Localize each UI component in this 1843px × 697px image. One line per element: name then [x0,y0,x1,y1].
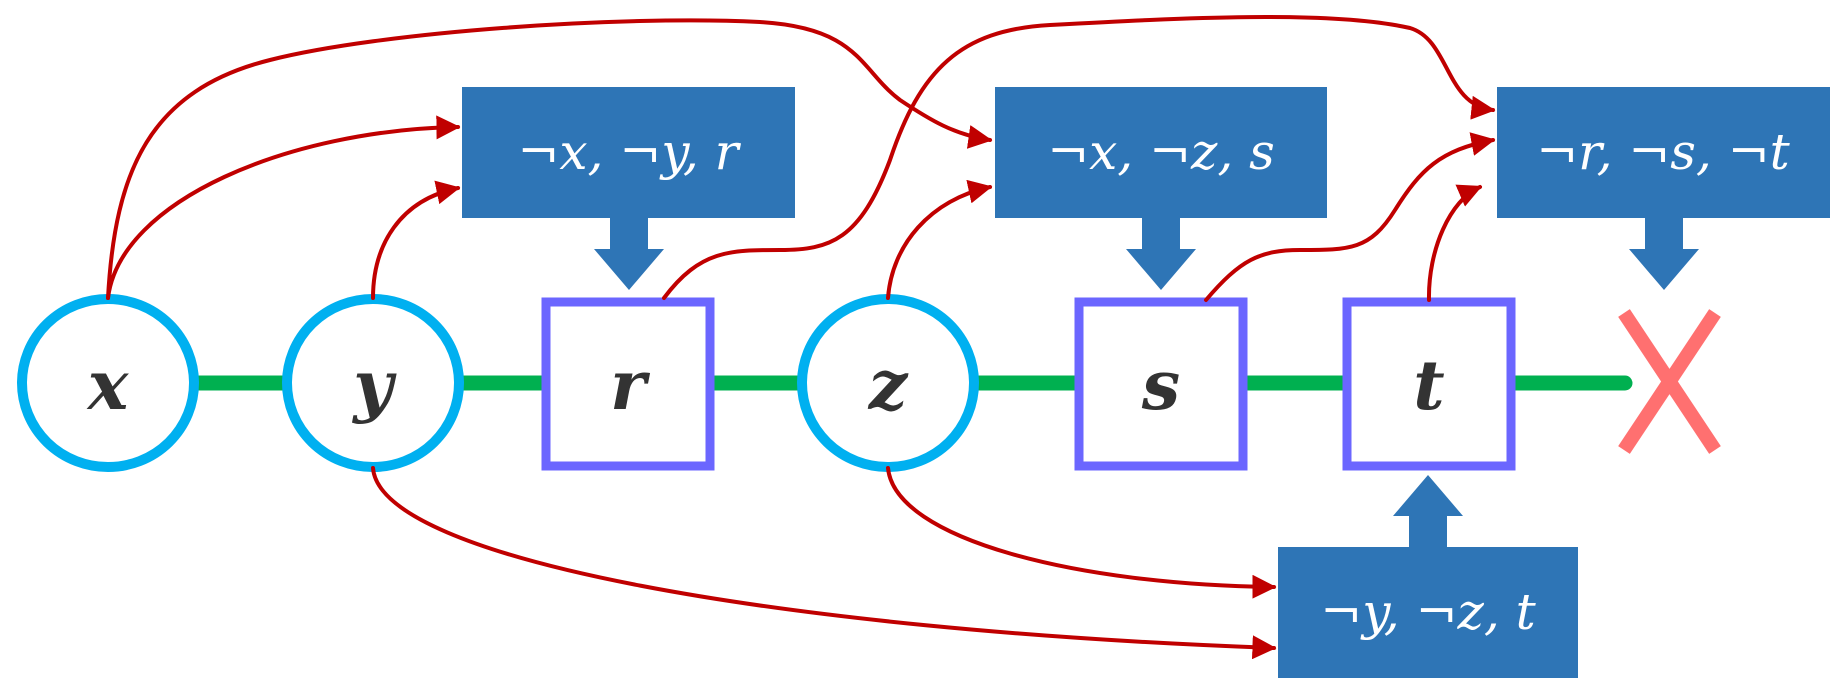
arrow-x-c1 [106,115,461,300]
clause-c1-text: ¬x, ¬y, r [517,123,741,181]
clause-c2-down-arrow [1126,218,1196,290]
clause-c4-text: ¬y, ¬z, t [1320,583,1536,641]
node-s-label: s [1141,346,1180,426]
clause-c1-down-arrow [594,218,664,290]
arrow-x-c2 [106,18,993,300]
arrow-y-c1 [371,180,461,300]
node-t-label: t [1413,346,1444,426]
arrow-y-c4 [371,466,1277,660]
node-r-label: r [610,346,650,426]
node-y: y [282,294,464,472]
clause-c3: ¬r, ¬s, ¬t [1497,87,1830,290]
cross-icon [1618,309,1721,454]
arrow-z-c4 [886,466,1277,599]
clause-c4-up-arrow [1393,475,1463,547]
clause-c4: ¬y, ¬z, t [1278,475,1578,678]
clause-c1: ¬x, ¬y, r [462,87,795,290]
node-s: s [1074,297,1248,471]
node-x: x [17,294,199,472]
clause-c3-text: ¬r, ¬s, ¬t [1536,123,1790,181]
arrow-s-c3 [1204,132,1496,302]
arrow-t-c3 [1426,184,1483,302]
clause-c2-text: ¬x, ¬z, s [1047,123,1275,181]
node-r: r [541,297,715,471]
clause-c3-down-arrow [1629,218,1699,290]
clause-c2: ¬x, ¬z, s [995,87,1327,290]
node-z: z [797,294,979,472]
node-y-label: y [351,346,397,426]
arrow-z-c2 [886,179,993,300]
node-z-label: z [868,346,909,426]
arrow-r-c3 [662,15,1496,300]
node-x-label: x [86,346,130,426]
implication-arrows [106,15,1496,660]
node-t: t [1342,297,1516,471]
